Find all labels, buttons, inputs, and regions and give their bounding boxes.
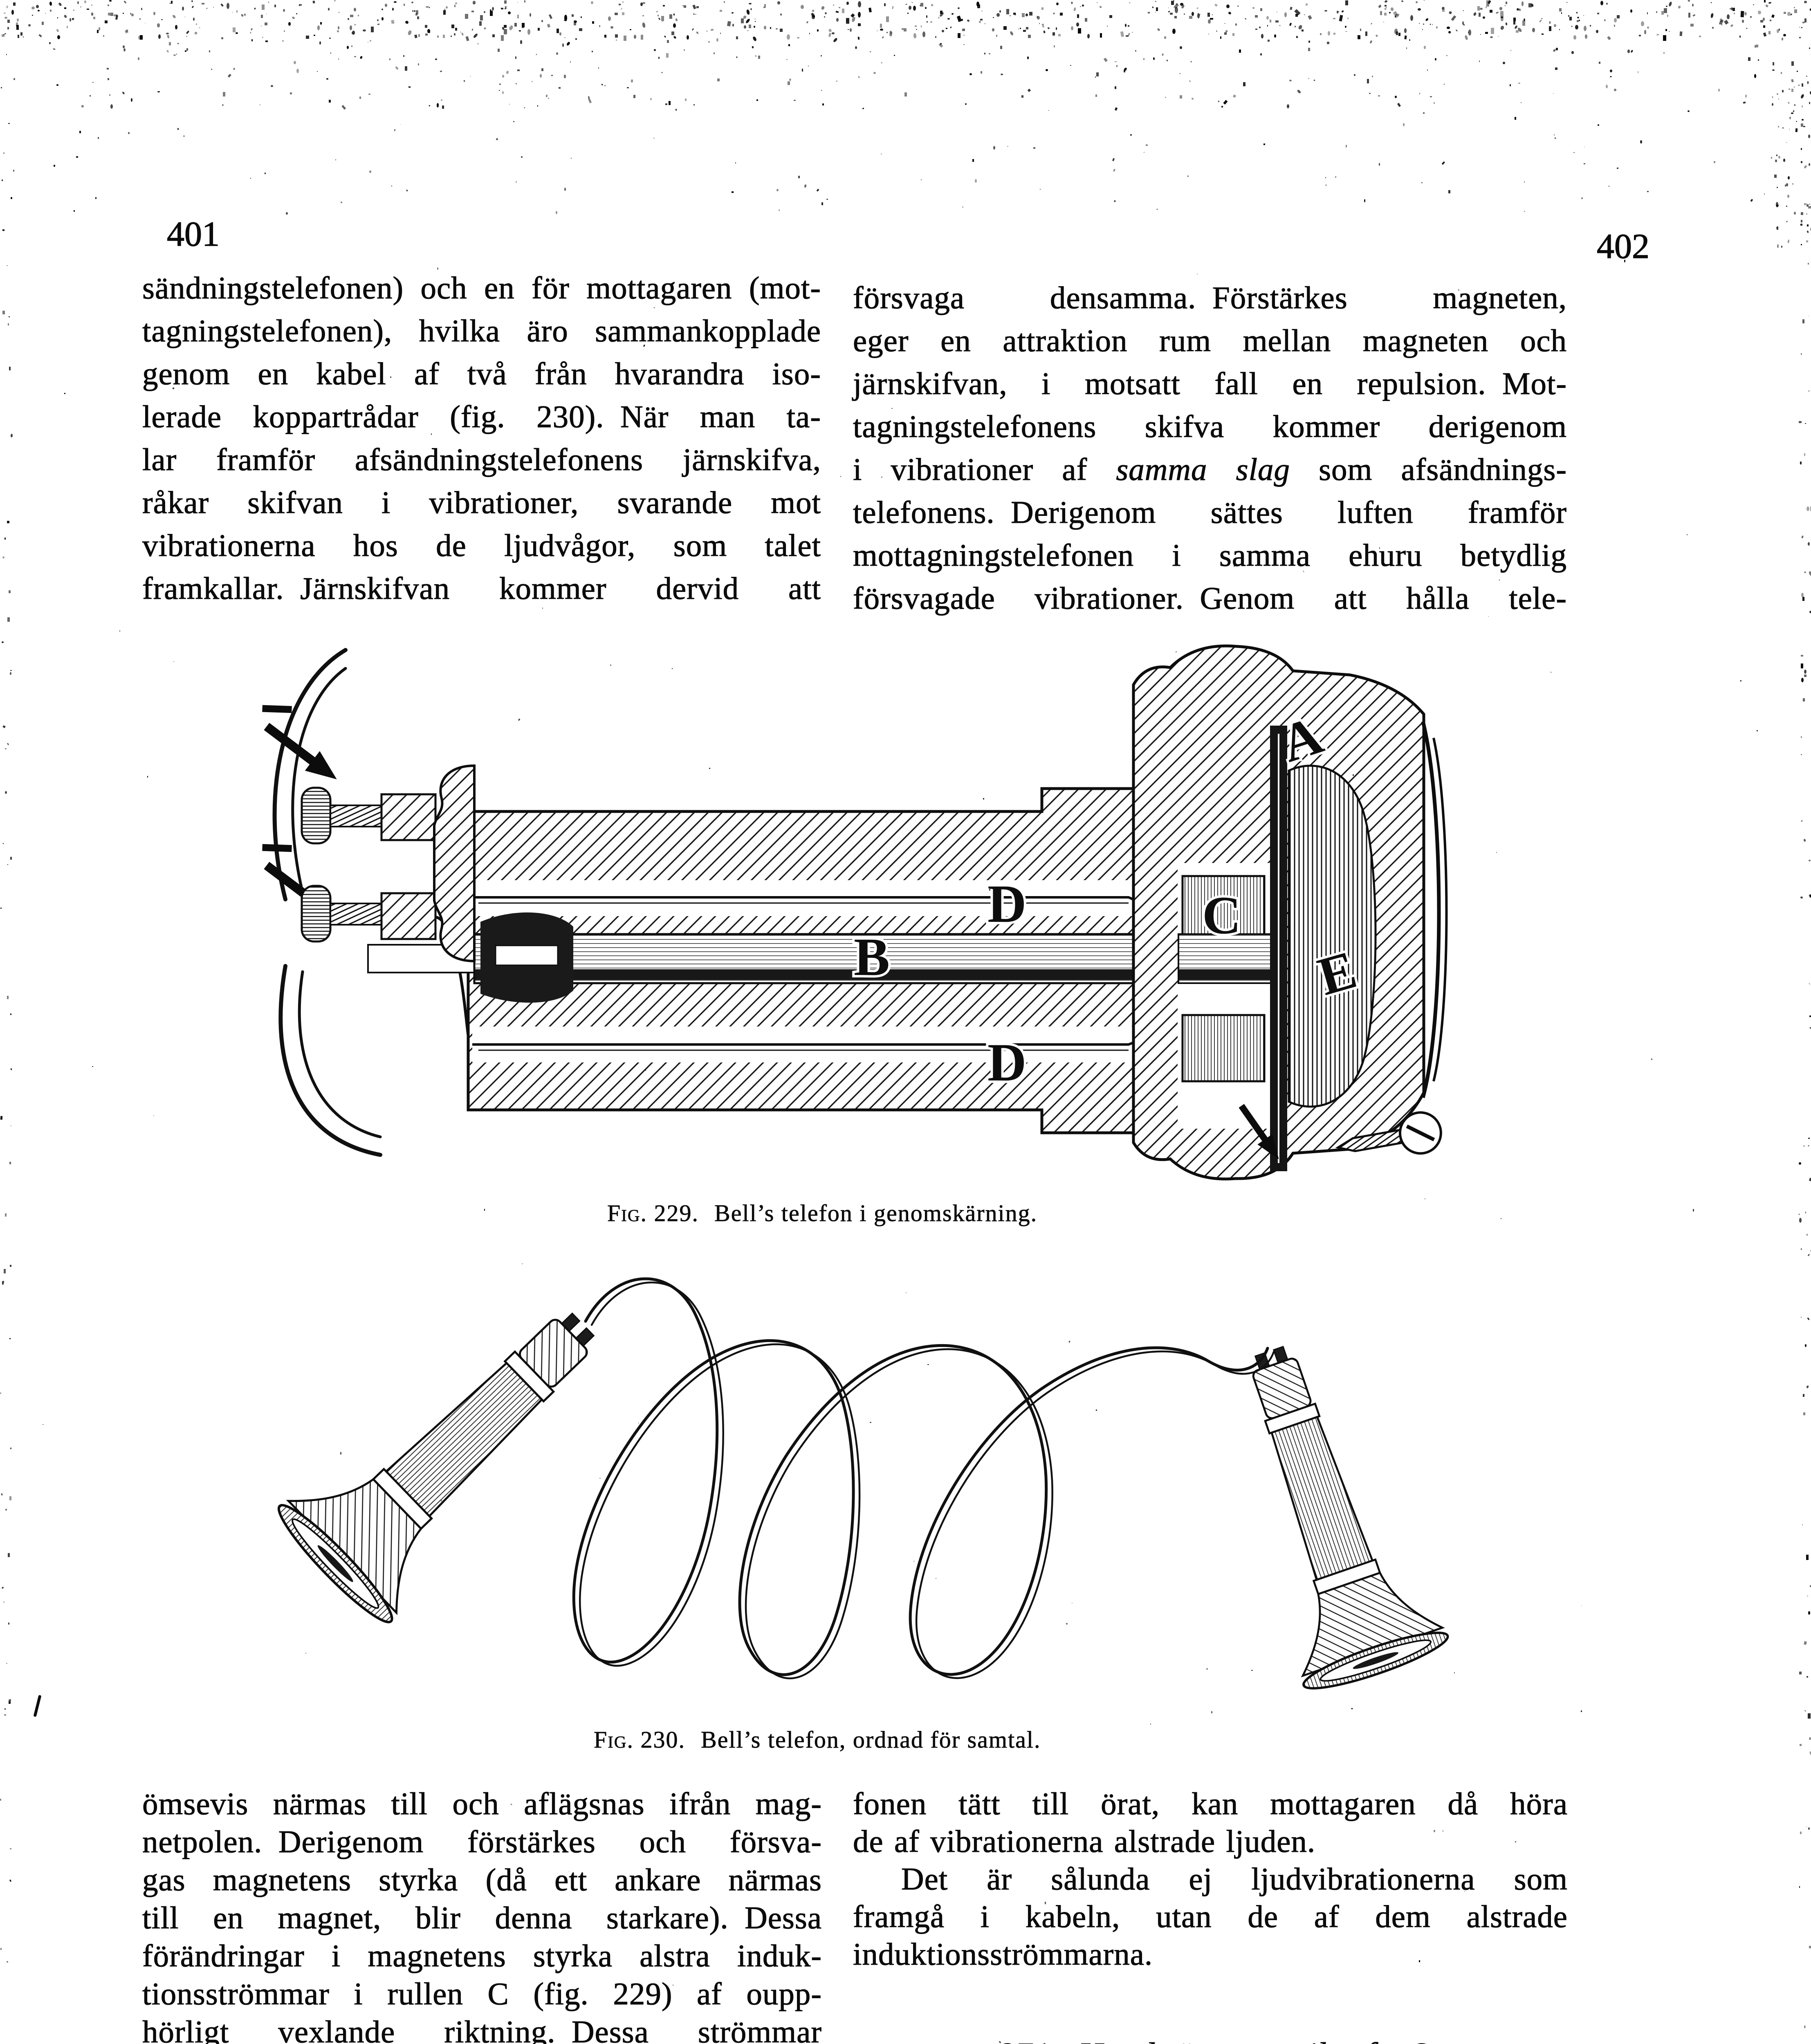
text-line: vibrationerna hos de ljudvågor, som tale…: [142, 527, 821, 563]
text-line: genom en kabel af två från hvarandra iso…: [142, 356, 821, 391]
telephone-handset-right: [1197, 1327, 1452, 1698]
fig229-label-d-bottom: D: [987, 1032, 1026, 1092]
figure-229-caption: Fig. 229. Bell’s telefon i genomskärning.: [607, 1199, 1037, 1227]
wire-arcs: [272, 648, 382, 1157]
text-column-bottom-left: ömsevis närmas till och aflägsnas ifrån …: [142, 1785, 822, 2044]
fig229-label-b: B: [854, 927, 890, 987]
text-line: till en magnet, blir denna starkare). De…: [142, 1900, 822, 1935]
ink-stray-mark: [33, 1694, 42, 1717]
text-line: sändningstelefonen) och en för mottagare…: [142, 270, 821, 305]
text-line: hörligt vexlande riktning. Dessa strömma…: [142, 2014, 822, 2044]
text-line: försvagade vibrationer. Genom att hålla …: [853, 580, 1567, 616]
text-line: lar framför afsändningstelefonens järnsk…: [142, 442, 821, 477]
figure-229-label: Fig. 229.: [607, 1200, 699, 1227]
page-number-left: 401: [166, 214, 220, 253]
fig229-label-d-top: D: [987, 874, 1026, 934]
text-line: tionsströmmar i rullen C (fig. 229) af o…: [142, 1976, 822, 2011]
figure-230-label: Fig. 230.: [594, 1726, 686, 1753]
fig229-label-c: C: [1202, 885, 1241, 945]
text-line: induktionsströmmarna.: [853, 1936, 1153, 1972]
text-line: förändringar i magnetens styrka alstra i…: [142, 1938, 822, 1973]
figure-230-caption: Fig. 230. Bell’s telefon, ordnad för samt…: [594, 1726, 1041, 1753]
text-line: mottagningstelefonen i samma ehuru betyd…: [853, 537, 1567, 573]
text-line: framkallar. Järnskifvan kommer dervid at…: [142, 570, 821, 606]
connecting-cable: [572, 1277, 1275, 1679]
text-column-top-left: sändningstelefonen) och en för mottagare…: [142, 267, 821, 610]
figure-230-caption-text: Bell’s telefon, ordnad för samtal.: [701, 1726, 1041, 1753]
earpiece-cup: [1288, 764, 1377, 1108]
figure-229-caption-text: Bell’s telefon i genomskärning.: [714, 1200, 1038, 1227]
text-line: Det är sålunda ej ljudvibrationerna som: [901, 1861, 1568, 1896]
induction-coil: [1181, 875, 1266, 1083]
section-heading-871: 871. Hvad är en mikrofon?: [853, 2035, 1573, 2044]
text-line: de af vibrationerna alstrade ljuden.: [853, 1823, 1316, 1859]
text-line: råkar skifvan i vibrationer, svarande mo…: [142, 484, 821, 520]
text-line: fonen tätt till örat, kan mottagaren då …: [853, 1786, 1568, 1821]
wood-screw: [1335, 1111, 1442, 1155]
text-line: i vibrationer af samma slag som afsändni…: [853, 451, 1567, 487]
page-number-right: 402: [1596, 226, 1649, 266]
earpiece-rim: [1421, 721, 1448, 1098]
figure-bell-telephones-connected: [245, 1255, 1595, 1699]
text-line: lerade koppartrådar (fig. 230). När man …: [142, 399, 821, 434]
binding-screws: [301, 787, 471, 1045]
text-line: tagningstelefonen), hvilka äro sammankop…: [142, 313, 821, 348]
text-line: gas magnetens styrka (då ett ankare närm…: [142, 1862, 822, 1897]
text-line: telefonens. Derigenom sättes luften fram…: [853, 494, 1567, 530]
telephone-handset-left: [270, 1267, 639, 1631]
handle-end-cap: [433, 764, 476, 963]
text-line: netpolen. Derigenom förstärkes och försv…: [142, 1824, 822, 1859]
text-column-bottom-right-upper: fonen tätt till örat, kan mottagaren då …: [853, 1785, 1568, 1973]
text-line: eger en attraktion rum mellan magneten o…: [853, 323, 1567, 358]
diaphragm: [1270, 726, 1287, 1171]
figure-bell-telephone-cross-section: A D C B D E: [262, 644, 1448, 1181]
text-line: järnskifvan, i motsatt fall en repulsion…: [853, 365, 1567, 401]
coil-wires: [472, 880, 1186, 1062]
screw-arrow-icon: [1239, 1104, 1279, 1160]
text-line: försvaga densamma. Förstärkes magneten,: [853, 280, 1567, 315]
text-line: framgå i kabeln, utan de af dem alstrade: [853, 1898, 1568, 1934]
text-line: tagningstelefonens skifva kommer derigen…: [853, 408, 1567, 444]
text-column-top-right: försvaga densamma. Förstärkes magneten, e…: [853, 276, 1567, 620]
text-line: ömsevis närmas till och aflägsnas ifrån …: [142, 1786, 822, 1821]
